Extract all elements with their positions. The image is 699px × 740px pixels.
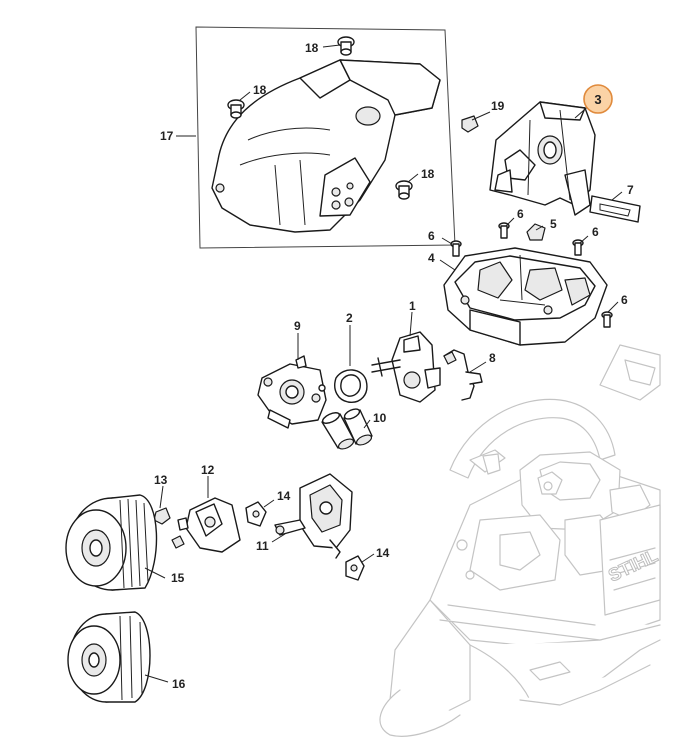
callout-6-b: 6 [428,229,435,243]
callout-19: 19 [491,99,505,113]
part-8-linkage [443,349,483,401]
part-11-module [274,473,353,559]
part-13-nuts [153,507,185,549]
part-4-housing [443,247,608,346]
callout-6-c: 6 [592,225,599,239]
part-3-housing [489,101,596,216]
callout-11: 11 [256,539,269,553]
callout-16: 16 [172,677,186,691]
part-14-clips [245,501,365,581]
callout-12: 12 [201,463,215,477]
callout-14-b: 14 [376,546,390,560]
callout-14-a: 14 [277,489,291,503]
part-10-sleeves [321,408,373,450]
callout-7: 7 [627,183,634,197]
part-9-carburetor [257,355,327,429]
callout-8: 8 [489,351,496,365]
callout-18-b: 18 [253,83,267,97]
highlight-circle[interactable] [583,84,613,114]
callout-2: 2 [346,311,353,325]
callout-labels: 18 17 18 18 19 7 6 5 6 6 4 6 1 2 9 8 10 … [154,41,634,691]
highlight-label: 3 [594,92,601,107]
part-18-screws [227,36,413,200]
callout-4: 4 [428,251,435,265]
part-7-plate [589,195,641,223]
part-17-shroud [211,59,441,233]
callout-15: 15 [171,571,185,585]
chainsaw-ghost: STIHL [379,344,661,737]
part-16-fanwheel [67,611,151,703]
part-2-gasket [334,369,368,403]
callout-10: 10 [373,411,387,425]
callout-1: 1 [409,299,416,313]
part-15-fanwheel [65,494,158,591]
highlight-callout-3[interactable]: 3 [583,84,613,114]
part-19-grommet [461,115,479,133]
callout-6-d: 6 [621,293,628,307]
callout-5: 5 [550,217,557,231]
callout-6-a: 6 [517,207,524,221]
callout-17: 17 [160,129,174,143]
callout-18-c: 18 [421,167,435,181]
part-12-element [177,497,241,553]
leader-lines [144,44,623,683]
callout-18-a: 18 [305,41,319,55]
part-6-screws [450,222,613,328]
callout-9: 9 [294,319,301,333]
part-1-bracket [371,331,441,403]
callout-13: 13 [154,473,168,487]
